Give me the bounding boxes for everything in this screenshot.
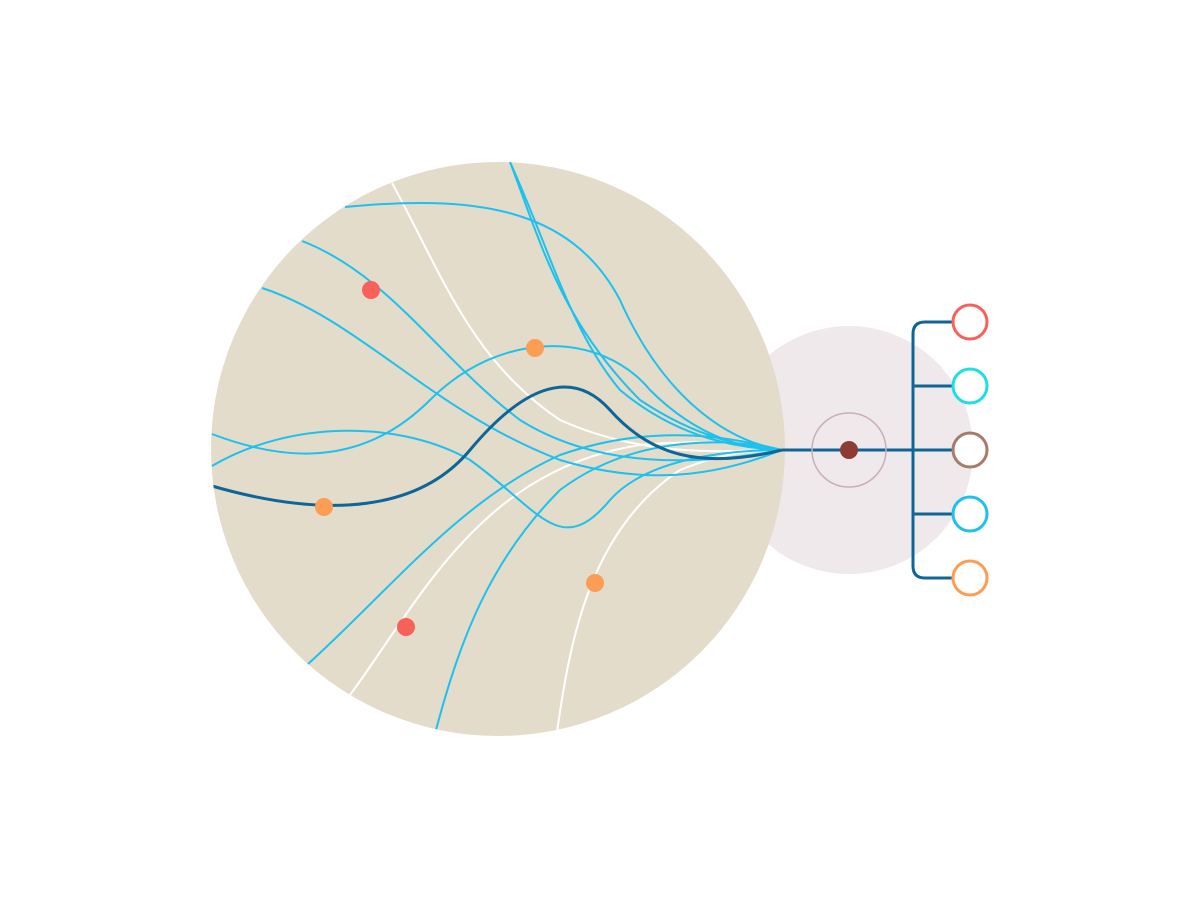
- output-node-blue[interactable]: [951, 495, 989, 533]
- marker-orange: [526, 339, 544, 357]
- branch-stubs: [913, 384, 952, 516]
- flow-line-blue: [211, 429, 783, 529]
- flow-line-blue: [509, 162, 783, 451]
- output-node-red[interactable]: [951, 303, 989, 341]
- marker-red: [362, 281, 380, 299]
- marker-red: [397, 618, 415, 636]
- flow-line-blue: [307, 434, 783, 665]
- flow-line-blue: [261, 287, 783, 477]
- marker-orange: [586, 574, 604, 592]
- flow-line-white: [391, 182, 783, 453]
- hub-ring: [811, 412, 887, 488]
- convergence-node-icon[interactable]: [840, 441, 858, 459]
- markers: [315, 281, 604, 636]
- output-node-orange[interactable]: [951, 559, 989, 597]
- output-node-brown[interactable]: [951, 431, 989, 469]
- flow-line-primary: [211, 385, 783, 507]
- output-node-cyan[interactable]: [951, 367, 989, 405]
- output-nodes: [951, 303, 989, 597]
- marker-orange: [315, 498, 333, 516]
- flow-line-blue: [435, 441, 783, 731]
- flow-line-blue: [344, 201, 783, 451]
- main-disc: [211, 162, 785, 736]
